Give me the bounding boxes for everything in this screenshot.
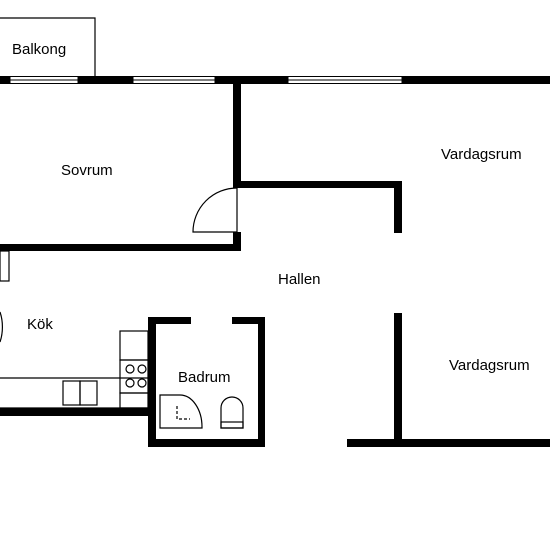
wall-segment [148, 317, 156, 447]
toilet-tank [220, 421, 244, 429]
stove-burner [137, 364, 147, 374]
room-labels: Balkong Sovrum Vardagsrum Hallen Kök Bad… [12, 41, 530, 386]
room-label-vardagsrum-top: Vardagsrum [441, 146, 522, 163]
wall-segment [233, 80, 241, 188]
room-label-vardagsrum-bottom: Vardagsrum [449, 357, 530, 374]
room-label-balkong: Balkong [12, 41, 66, 58]
door-swing [192, 187, 238, 233]
balcony [0, 17, 96, 78]
shower-outline [159, 394, 203, 429]
stove-burner [137, 378, 147, 388]
room-label-sovrum: Sovrum [61, 162, 113, 179]
wall-segment [215, 76, 288, 84]
wall-segment [78, 76, 133, 84]
wall-segment [232, 317, 265, 324]
balcony-outline [0, 17, 96, 78]
wall-segment [0, 76, 10, 84]
sink-basin [79, 380, 98, 406]
wall-segment [148, 317, 191, 324]
fridge [0, 250, 10, 282]
shower-corner [176, 406, 190, 420]
dishwasher [119, 392, 149, 409]
toilet [220, 396, 244, 429]
cabinet-unit [119, 330, 149, 361]
sink-basin [62, 380, 81, 406]
wall-segment [258, 317, 265, 447]
bathroom-fixtures [159, 394, 244, 429]
kitchen-fixtures [0, 250, 149, 409]
wall-segment [394, 181, 402, 233]
kitchen-door-arc [0, 311, 3, 343]
wall-segment [0, 244, 241, 251]
room-label-kok: Kök [27, 316, 53, 333]
stove-burner [125, 364, 135, 374]
room-label-hallen: Hallen [278, 271, 321, 288]
room-label-badrum: Badrum [178, 369, 231, 386]
wall-segment [402, 76, 550, 84]
top-wall [0, 76, 550, 84]
wall-segment [148, 439, 265, 447]
wall-segment [394, 313, 402, 446]
wall-segment [0, 408, 156, 416]
wall-segment [347, 439, 550, 447]
wall-segment [241, 181, 402, 188]
wall-segment [233, 232, 241, 251]
stove-burner [125, 378, 135, 388]
bedroom-door [192, 187, 238, 233]
interior-walls [0, 80, 550, 447]
